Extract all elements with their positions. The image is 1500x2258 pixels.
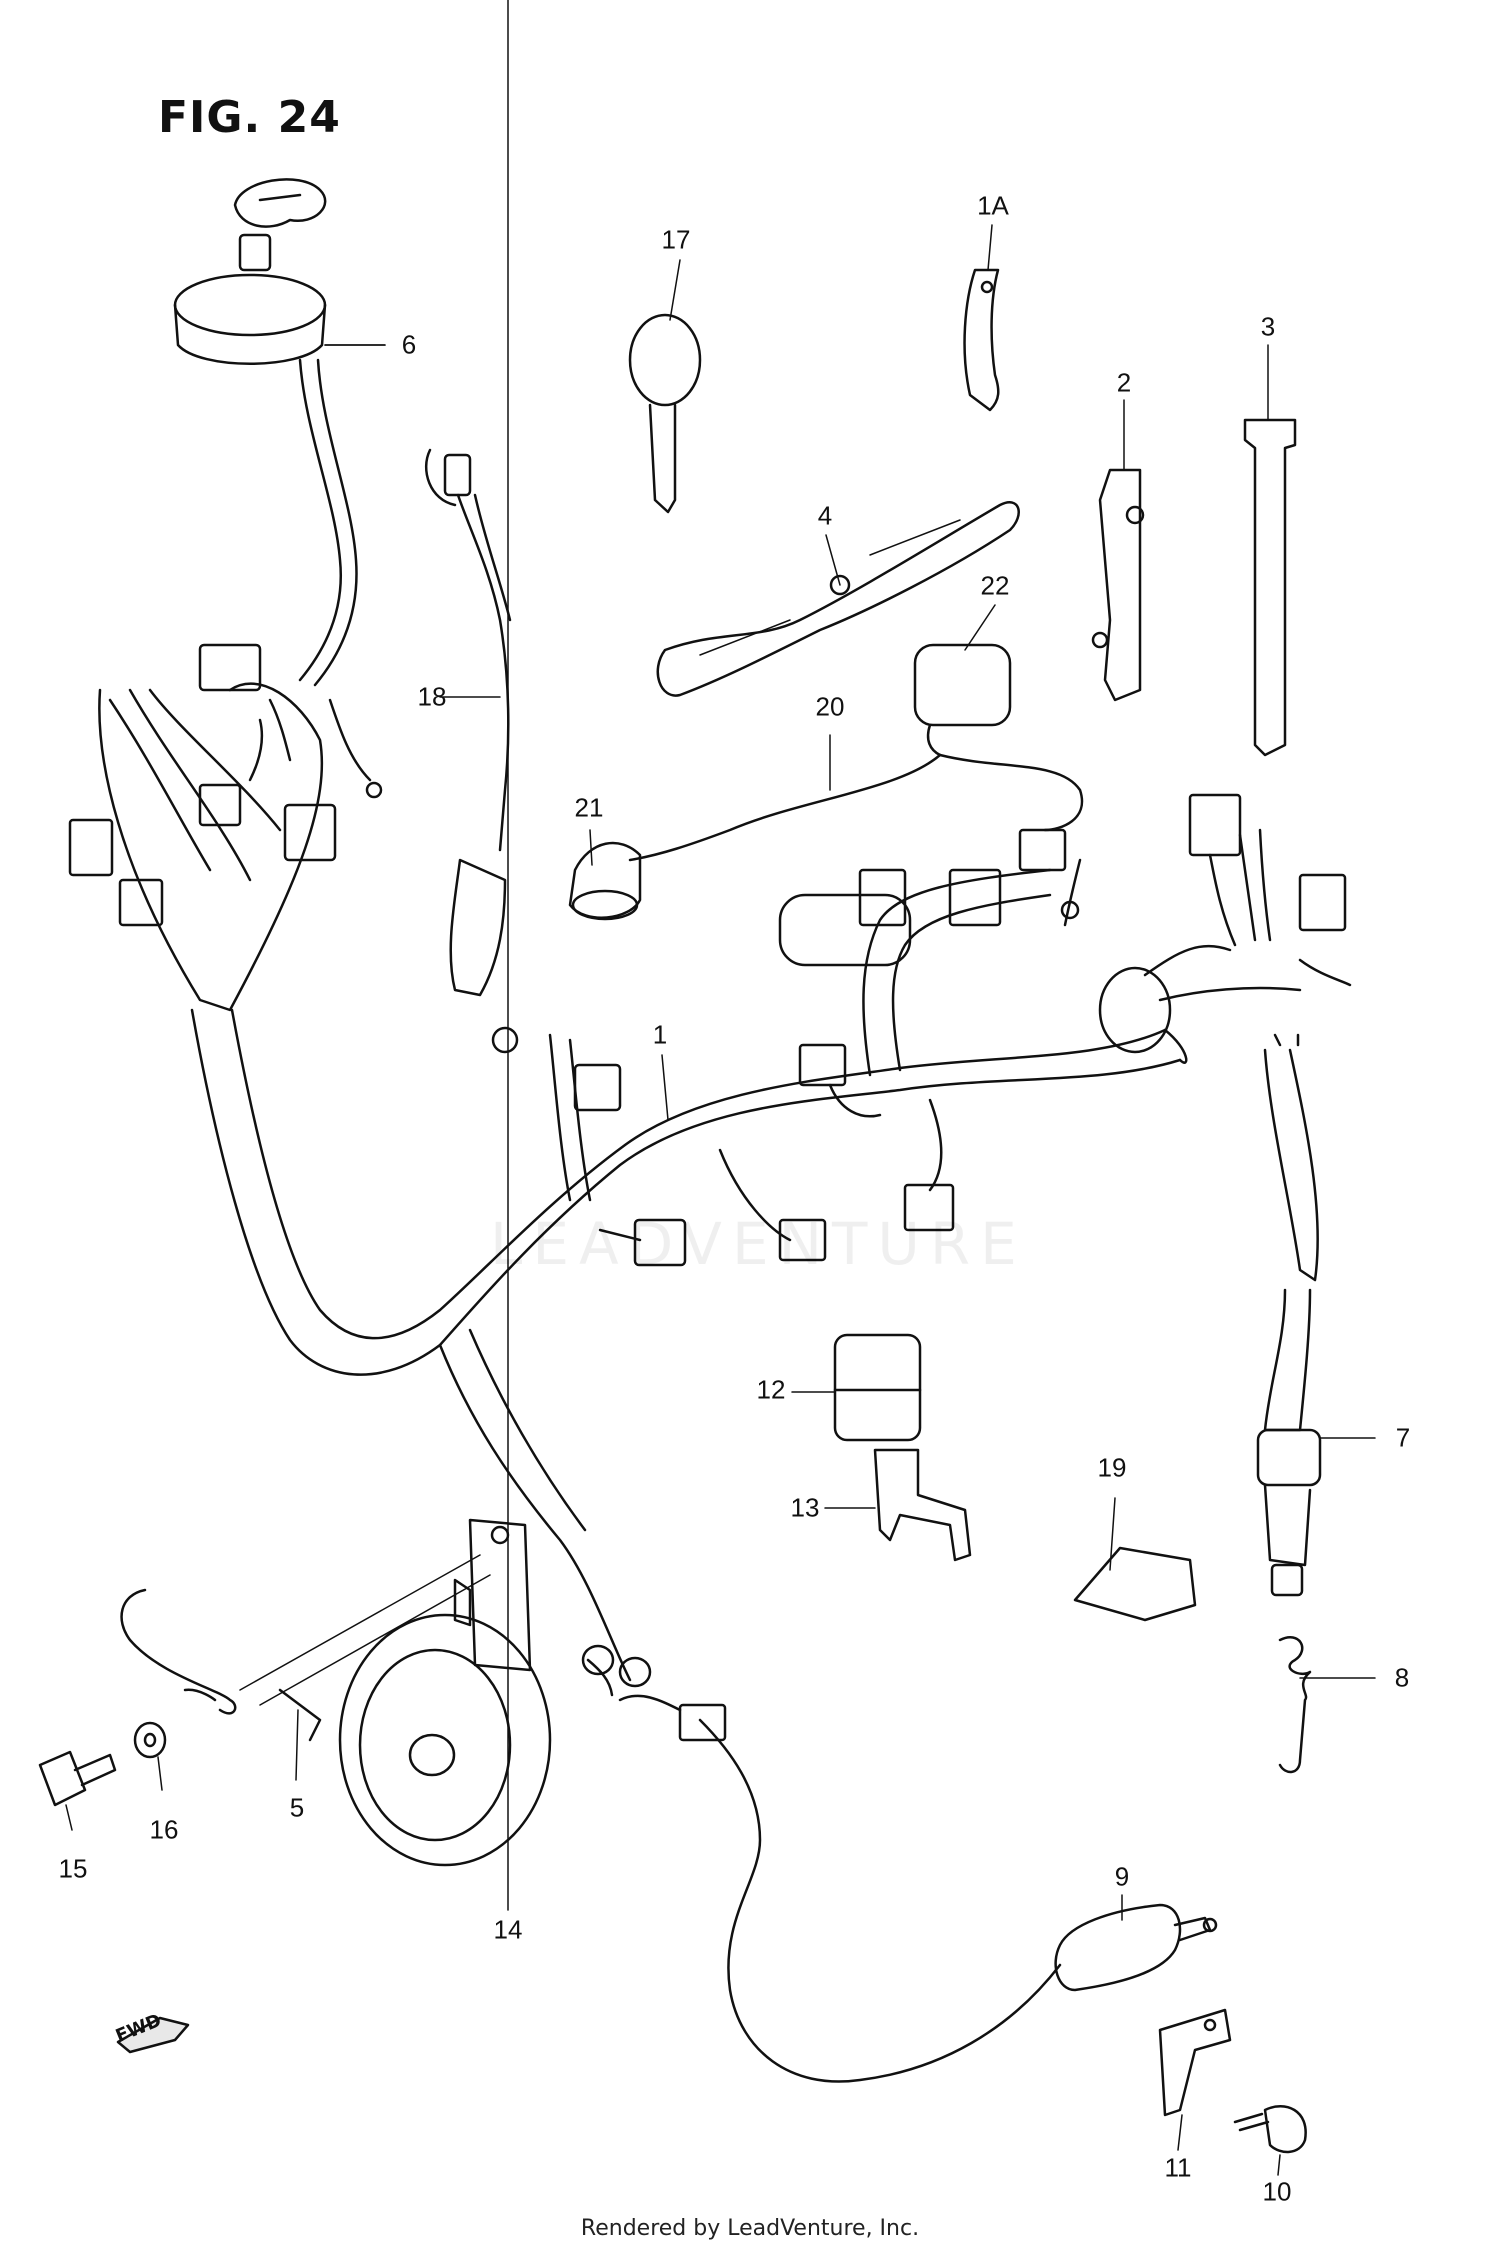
band-5-drawing xyxy=(122,1590,236,1713)
callout-7: 7 xyxy=(1395,1422,1411,1453)
callout-6: 6 xyxy=(401,329,417,360)
bolt-drawing xyxy=(40,1752,115,1805)
callout-12: 12 xyxy=(756,1374,786,1405)
figure-title: FIG. 24 xyxy=(158,92,341,143)
callout-19: 19 xyxy=(1097,1452,1127,1483)
washer-drawing xyxy=(135,1723,165,1757)
cushion-drawing xyxy=(1075,1548,1195,1620)
footer-credit: Rendered by LeadVenture, Inc. xyxy=(580,2216,920,2241)
callout-17: 17 xyxy=(661,224,691,255)
callout-15: 15 xyxy=(58,1853,88,1884)
callout-1a: 1A xyxy=(977,190,1009,221)
callout-5: 5 xyxy=(289,1792,305,1823)
callout-16: 16 xyxy=(149,1814,179,1845)
callout-4: 4 xyxy=(817,500,833,531)
callout-2: 2 xyxy=(1116,367,1132,398)
relay-bracket-drawing xyxy=(875,1450,970,1560)
lead-wire-drawing xyxy=(426,450,510,995)
band-4-drawing xyxy=(658,502,1019,695)
bracket-11-drawing xyxy=(1160,2010,1230,2115)
band-3-drawing xyxy=(1245,420,1295,755)
horn-drawing xyxy=(340,1520,550,1865)
relay-drawing xyxy=(835,1335,920,1440)
front-brake-switch-drawing xyxy=(1056,1905,1216,1990)
harness-connector-cluster xyxy=(70,645,381,1010)
callout-20: 20 xyxy=(815,691,845,722)
clamp-1a-drawing xyxy=(965,270,999,410)
watermark: LEADVENTURE xyxy=(490,1210,1027,1278)
ignition-switch-drawing xyxy=(175,179,385,363)
callout-18: 18 xyxy=(417,681,447,712)
key-drawing xyxy=(630,315,700,512)
ignition-switch-cable xyxy=(300,360,341,680)
callout-21: 21 xyxy=(574,792,604,823)
callout-14: 14 xyxy=(493,1914,523,1945)
brake-switch-wire xyxy=(700,1720,1060,2082)
callout-3: 3 xyxy=(1260,311,1276,342)
screw-drawing xyxy=(1235,2106,1306,2152)
callout-10: 10 xyxy=(1262,2176,1292,2207)
spring-drawing xyxy=(1280,1637,1310,1772)
ignition-cord-drawing xyxy=(570,645,1082,919)
callout-22: 22 xyxy=(980,570,1010,601)
callout-9: 9 xyxy=(1114,1861,1130,1892)
callout-1: 1 xyxy=(652,1019,668,1050)
forward-arrow-icon xyxy=(118,2018,188,2052)
harness-trunk xyxy=(192,795,1350,1680)
rear-brake-switch-drawing xyxy=(1258,1035,1320,1595)
callout-13: 13 xyxy=(790,1492,820,1523)
callout-11: 11 xyxy=(1164,2152,1192,2183)
clamp-2-drawing xyxy=(1100,470,1140,700)
callout-8: 8 xyxy=(1394,1662,1410,1693)
